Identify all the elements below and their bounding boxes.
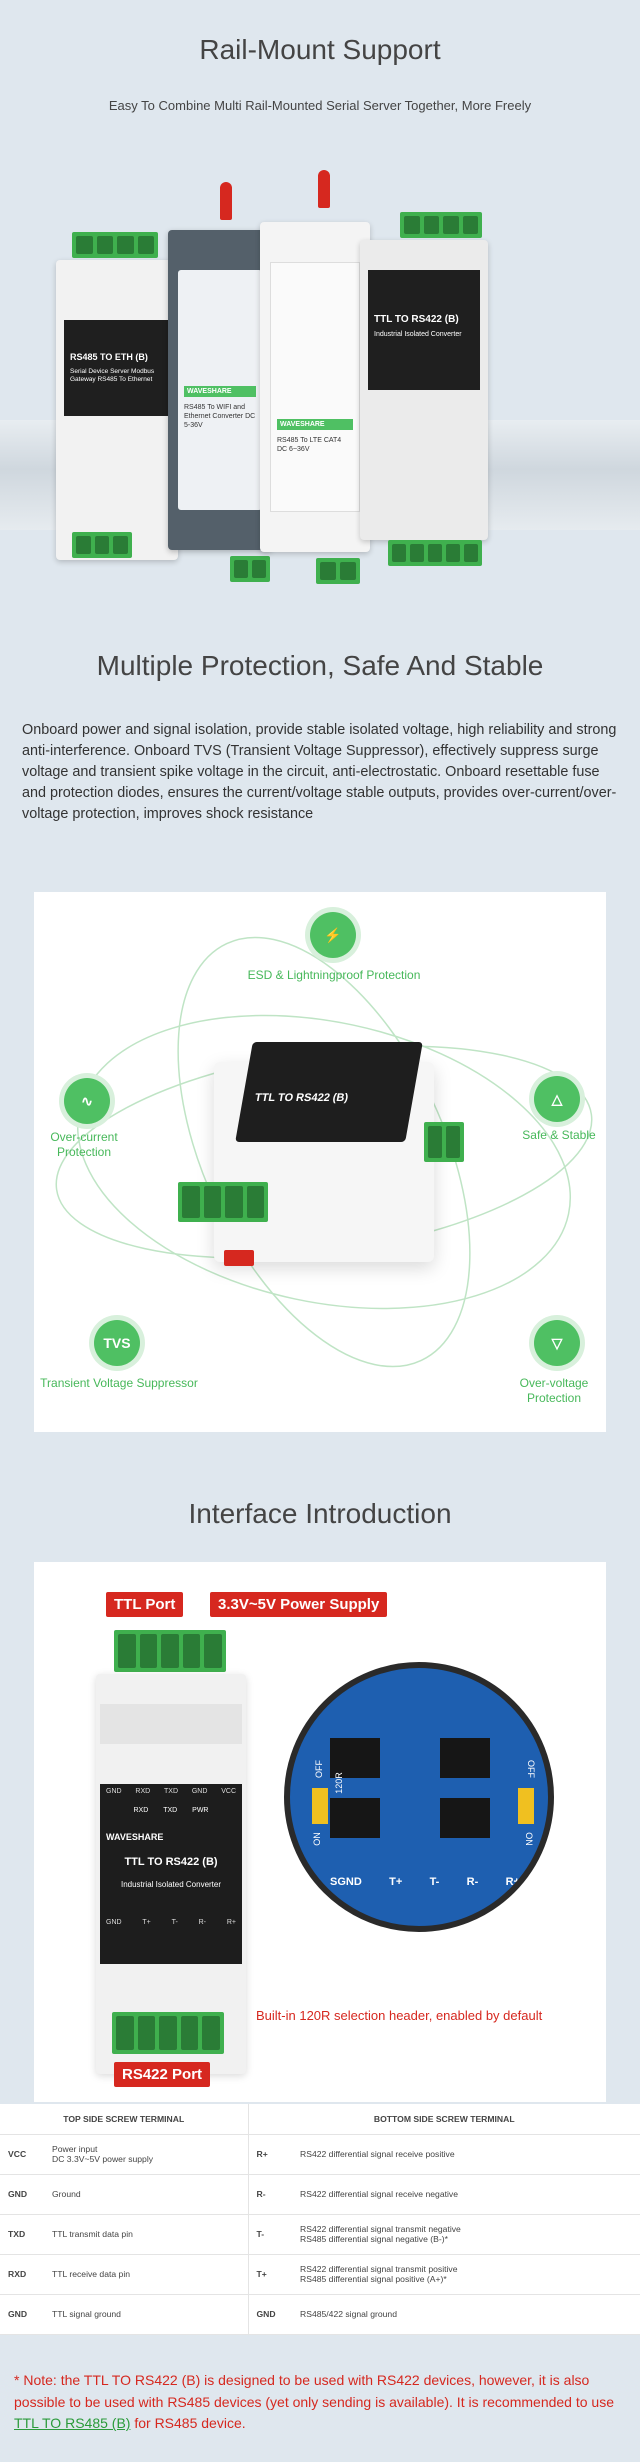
pcb-label: R+ [505,1876,520,1888]
device-label: WAVESHARE [184,386,256,397]
screw-terminal [72,232,158,258]
bottom-screw-terminal [112,2012,224,2054]
over-voltage-label: Over-voltage Protection [519,1376,589,1405]
top-screw-terminal [114,1630,226,1672]
pcb-label: T- [429,1876,440,1888]
protection-title: Multiple Protection, Safe And Stable [96,650,544,681]
pinout-table: TOP SIDE SCREW TERMINAL BOTTOM SIDE SCRE… [0,2104,640,2335]
pin-label: T- [171,1919,178,1926]
device-desc: Serial Device Server Modbus Gateway RS48… [70,368,155,384]
device-front-panel: WAVESHARE RS485 To WIFI and Ethernet Con… [178,270,262,510]
pcb-pin-labels: SGND T+ T- R- R+ [330,1876,520,1888]
pin-label: VCC [221,1788,236,1795]
screw-terminal [178,1182,268,1222]
device-label: RS485 TO ETH (B) [70,352,148,362]
converter-body: GND RXD TXD GND VCC RXD TXD PWR WAVESHAR… [96,1674,246,2074]
tvs-label: Transient Voltage Suppressor [40,1376,198,1390]
pcb-zoom: OFF 120R ON OFF ON SGND T+ T- R- R+ [284,1662,554,1932]
table-header-bottom: BOTTOM SIDE SCREW TERMINAL [247,2104,640,2135]
ttl-port-tag: TTL Port [106,1592,184,1617]
rail-clip [224,1250,254,1266]
triangle-icon: △ [534,1076,580,1122]
power-supply-tag: 3.3V~5V Power Supply [210,1592,388,1617]
table-row: TXD TTL transmit data pin T- RS422 diffe… [0,2214,640,2255]
tvs-icon: TVS [94,1320,140,1366]
screw-terminal [400,212,482,238]
note-text: for RS485 device. [130,2415,246,2432]
esd-label: ESD & Lightningproof Protection [247,968,421,982]
pcb-label: T+ [389,1876,403,1888]
pin-label: GND [106,1788,122,1795]
rail-illustration: RS485 TO ETH (B) Serial Device Server Mo… [0,150,640,590]
on-label: ON [311,1832,322,1846]
rail-title: Rail-Mount Support [199,34,441,65]
antenna [318,170,330,208]
device-rs485-eth: RS485 TO ETH (B) Serial Device Server Mo… [56,232,178,560]
pcb-label: R- [466,1876,479,1888]
device-desc: Industrial Isolated Converter [120,1880,222,1889]
pin-label: RXD [135,1788,151,1795]
over-current-label: Over-current Protection [50,1130,118,1159]
pin-label: R- [198,1919,206,1926]
antenna [220,182,232,220]
screw-terminal [72,532,132,558]
device-name: TTL TO RS422 (B) [124,1856,218,1868]
brand-label: WAVESHARE [106,1832,164,1842]
voltage-down-icon: ▽ [534,1320,580,1366]
table-row: VCC Power input DC 3.3V~5V power supply … [0,2134,640,2175]
screw-terminal [316,558,360,584]
pin-label: TXD [164,1788,178,1795]
table-row: GND TTL signal ground GND RS485/422 sign… [0,2294,640,2335]
cloud-lightning-icon: ⚡ [310,912,356,958]
front-panel: GND RXD TXD GND VCC RXD TXD PWR WAVESHAR… [100,1784,242,1964]
compatibility-note: * Note: the TTL TO RS422 (B) is designed… [14,2370,626,2435]
protection-device: TTL TO RS422 (B) [178,1022,484,1282]
device-rs485-lte: WAVESHARE RS485 To LTE CAT4 DC 6~36V [260,170,370,584]
device-label: TTL TO RS422 (B) [374,314,459,325]
device-front-panel: TTL TO RS422 (B) Industrial Isolated Con… [368,270,480,390]
off-label: OFF [314,1760,324,1778]
device-label: WAVESHARE [277,419,353,430]
on-label: ON [523,1832,534,1846]
screw-terminal [424,1122,464,1162]
pulse-icon: ∿ [64,1078,110,1124]
protection-card: TTL TO RS422 (B) ⚡ ESD & Lightningproof … [34,892,606,1432]
switch-label: 120R [333,1772,344,1794]
note-text: * Note: the TTL TO RS422 (B) is designed… [14,2372,614,2410]
safe-stable-label: Safe & Stable [522,1128,596,1142]
led-label: TXD [163,1807,178,1814]
table-row: GND Ground R- RS422 differential signal … [0,2174,640,2215]
pcb-label: SGND [330,1876,362,1888]
pin-label: R+ [226,1919,236,1926]
device-front-panel: WAVESHARE RS485 To LTE CAT4 DC 6~36V [270,262,360,512]
device-ttl-rs422: TTL TO RS422 (B) Industrial Isolated Con… [360,212,488,566]
pin-label: T+ [142,1919,151,1926]
screw-terminal [388,540,482,566]
device-label: TTL TO RS422 (B) [235,1042,423,1142]
pin-label: GND [191,1788,208,1795]
interface-title: Interface Introduction [188,1498,452,1529]
builtin-120r-note: Built-in 120R selection header, enabled … [256,2008,543,2023]
pin-label: GND [106,1919,122,1926]
interface-card: TTL Port 3.3V~5V Power Supply GND RXD TX… [34,1562,606,2102]
led-label: RXD [133,1807,149,1814]
ttl-rs485-link[interactable]: TTL TO RS485 (B) [14,2415,131,2432]
table-header-top: TOP SIDE SCREW TERMINAL [0,2104,248,2135]
device-rs485-wifi: WAVESHARE RS485 To WIFI and Ethernet Con… [168,182,272,582]
screw-terminal [230,556,270,582]
device-desc: Industrial Isolated Converter [374,331,462,338]
device-desc: RS485 To WIFI and Ethernet Converter DC … [184,404,256,430]
device-desc: RS485 To LTE CAT4 DC 6~36V [277,437,342,454]
table-row: RXD TTL receive data pin T+ RS422 differ… [0,2254,640,2295]
rs422-port-tag: RS422 Port [114,2062,211,2087]
off-label: OFF [526,1760,536,1778]
rail-subtitle: Easy To Combine Multi Rail-Mounted Seria… [108,98,532,113]
device-front-panel: RS485 TO ETH (B) Serial Device Server Mo… [64,320,170,416]
protection-paragraph: Onboard power and signal isolation, prov… [22,722,617,822]
led-label: PWR [192,1807,209,1814]
